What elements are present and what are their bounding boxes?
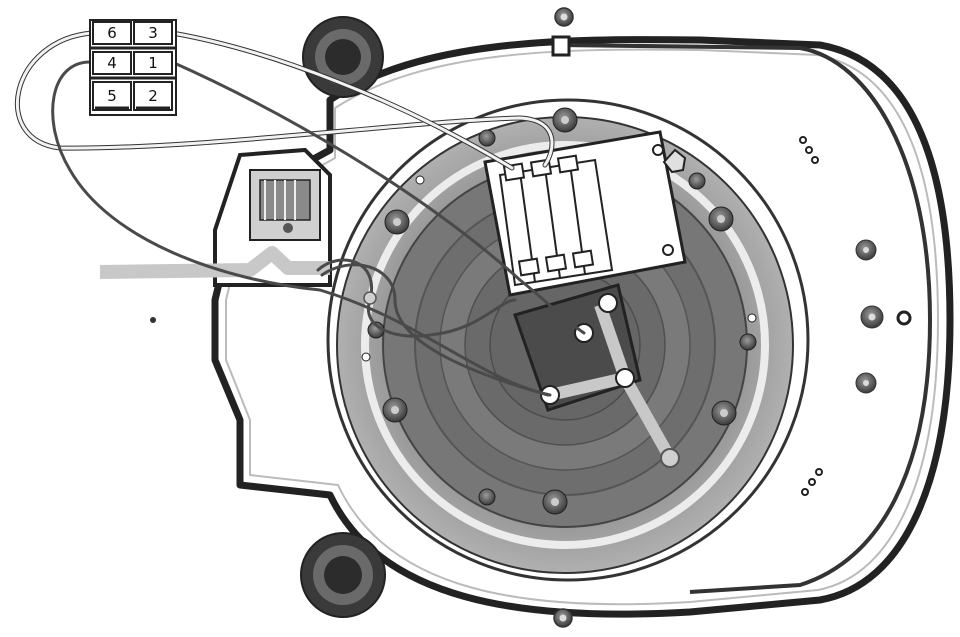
terminal-label-3: 3 (148, 24, 158, 42)
mounting-screw-bottom (553, 608, 573, 628)
terminal-3: 3 (133, 21, 173, 45)
right-side-studs (855, 239, 912, 394)
terminal-4: 4 (92, 51, 132, 75)
terminal-label-4: 4 (107, 54, 117, 72)
inner-track (559, 43, 933, 594)
terminal-6: 6 (92, 21, 132, 45)
ground-strap (99, 246, 330, 279)
terminal-5: 5 (92, 81, 132, 111)
wires (14, 30, 586, 397)
terminal-block: 6 3 4 1 5 2 (89, 19, 177, 116)
disc-small-screws (361, 129, 757, 506)
terminal-1: 1 (133, 51, 173, 75)
wire-ground-loop (316, 258, 517, 338)
terminal-label-5: 5 (107, 87, 117, 105)
small-vent-holes-top (799, 136, 819, 164)
wire-1 (170, 60, 586, 335)
grommet-bottom (300, 532, 386, 618)
terminal-label-1: 1 (148, 54, 158, 72)
wire-4 (51, 60, 552, 397)
housing-outline (211, 36, 954, 618)
small-dot-left (150, 317, 156, 323)
terminal-label-2: 2 (148, 87, 158, 105)
top-connector (551, 35, 571, 57)
terminal-label-6: 6 (107, 24, 117, 42)
mounting-screw-top (554, 7, 574, 27)
disc-bolts (382, 107, 737, 515)
terminal-plate (513, 283, 680, 468)
relay-board (483, 130, 687, 297)
terminal-2: 2 (133, 81, 173, 111)
left-terminal-bracket (213, 147, 332, 287)
small-vent-holes-bottom (801, 468, 823, 496)
